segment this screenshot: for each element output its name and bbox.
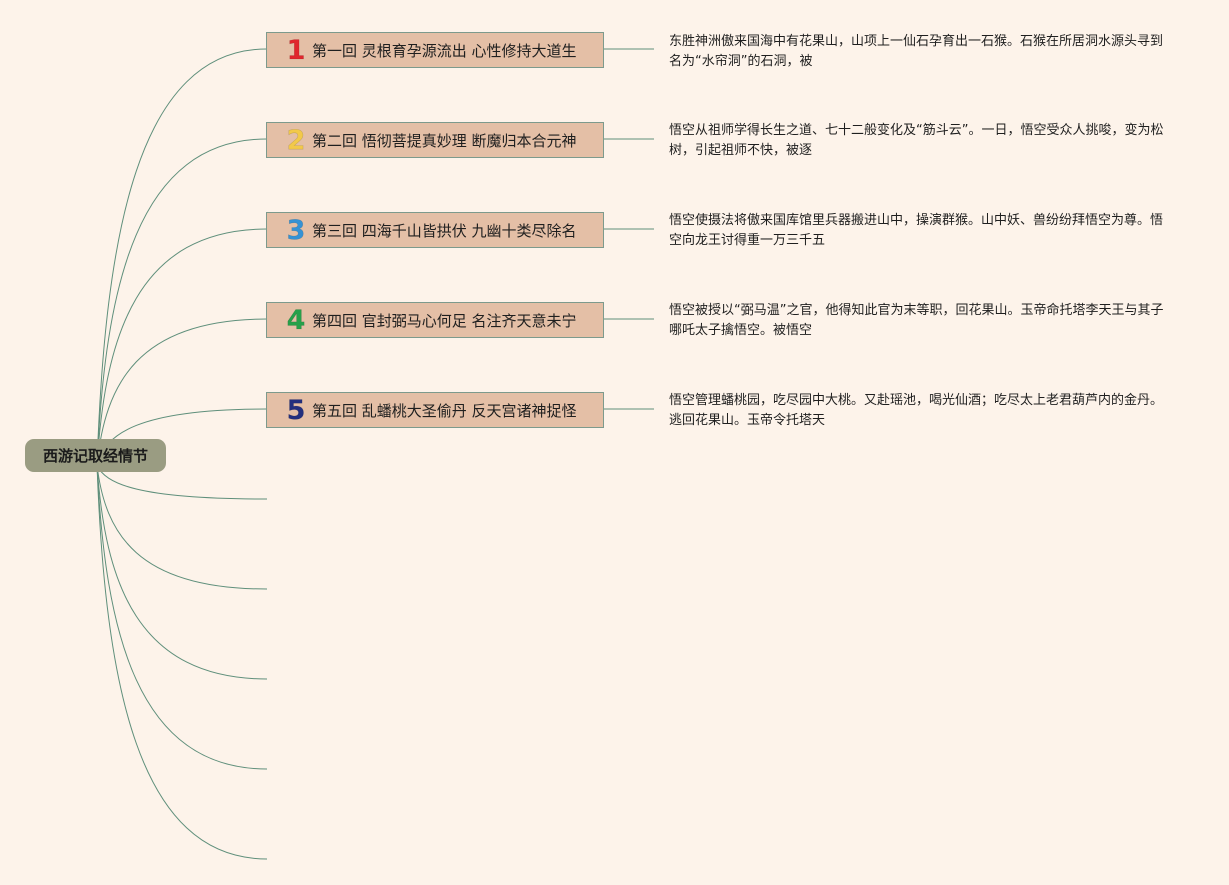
chapter-detail-4[interactable]: 悟空被授以“弼马温”之官，他得知此官为末等职，回花果山。玉帝命托塔李天王与其子哪…	[669, 303, 1164, 338]
root-node-label: 西游记取经情节	[42, 447, 148, 465]
branch-connector-3	[96, 228, 268, 466]
root-node[interactable]: 西游记取经情节	[25, 439, 166, 472]
branch-connector-2	[96, 138, 268, 466]
chapter-node-5[interactable]: 5 第五回 乱蟠桃大圣偷丹 反天宫诸神捉怪	[266, 392, 604, 428]
chapter-node-2[interactable]: 2 第二回 悟彻菩提真妙理 断魔归本合元神	[266, 122, 604, 158]
branch-connector-1	[96, 48, 268, 466]
chapter-title: 第四回 官封弼马心何足 名注齐天意未宁	[312, 311, 577, 330]
chapter-node-3[interactable]: 3 第三回 四海千山皆拱伏 九幽十类尽除名	[266, 212, 604, 248]
chapter-number-badge: 4	[286, 304, 306, 336]
chapter-detail-3[interactable]: 悟空使摄法将傲来国库馆里兵器搬进山中，操演群猴。山中妖、兽纷纷拜悟空为尊。悟空向…	[669, 213, 1164, 248]
empty-branch-connector	[96, 464, 268, 680]
empty-branch-connector	[96, 464, 268, 770]
empty-branch-connector	[96, 464, 268, 590]
chapter-number-badge: 5	[286, 394, 306, 426]
chapter-detail-1[interactable]: 东胜神洲傲来国海中有花果山，山项上一仙石孕育出一石猴。石猴在所居洞水源头寻到名为…	[669, 34, 1164, 69]
chapter-node-4[interactable]: 4 第四回 官封弼马心何足 名注齐天意未宁	[266, 302, 604, 338]
chapter-node-1[interactable]: 1 第一回 灵根育孕源流出 心性修持大道生	[266, 32, 604, 68]
branch-connector-4	[96, 318, 268, 466]
chapter-title: 第五回 乱蟠桃大圣偷丹 反天宫诸神捉怪	[312, 401, 577, 420]
chapter-number-badge: 3	[286, 214, 306, 246]
chapter-detail-5[interactable]: 悟空管理蟠桃园，吃尽园中大桃。又赴瑶池，喝光仙酒；吃尽太上老君葫芦内的金丹。逃回…	[669, 393, 1164, 428]
chapter-number-badge: 1	[286, 34, 306, 66]
chapter-detail-2[interactable]: 悟空从祖师学得长生之道、七十二般变化及“筋斗云”。一日，悟空受众人挑唆，变为松树…	[669, 123, 1164, 158]
chapter-title: 第三回 四海千山皆拱伏 九幽十类尽除名	[312, 221, 577, 240]
chapter-title: 第二回 悟彻菩提真妙理 断魔归本合元神	[312, 131, 577, 150]
empty-branch-connector	[96, 464, 268, 860]
chapter-title: 第一回 灵根育孕源流出 心性修持大道生	[312, 41, 577, 60]
chapter-number-badge: 2	[286, 124, 306, 156]
